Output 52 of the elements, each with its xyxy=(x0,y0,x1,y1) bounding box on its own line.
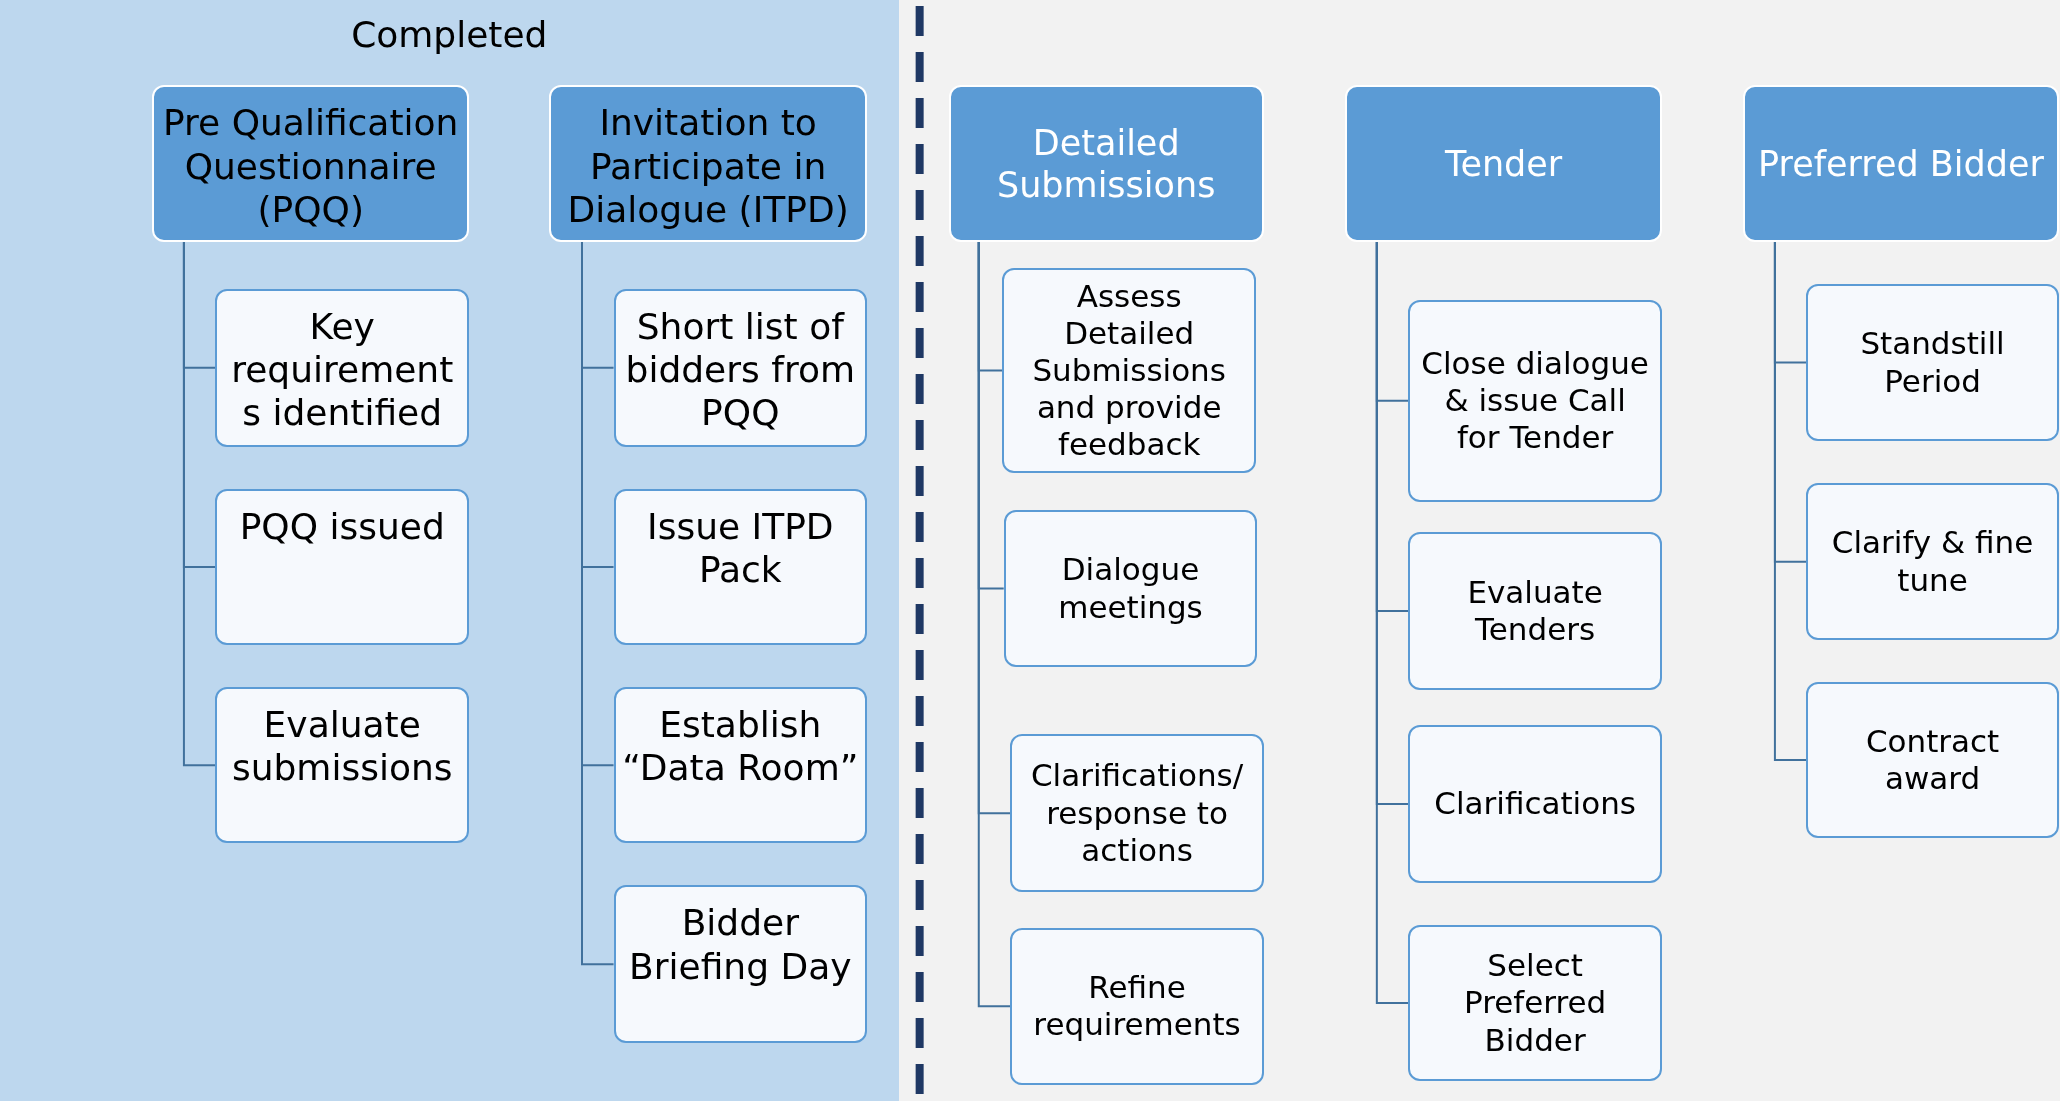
task-text: Close dialogue & issue Call for Tender xyxy=(1420,344,1650,457)
task-box xyxy=(613,289,868,447)
task-box xyxy=(215,289,469,447)
phase-title: Pre Qualification Questionnaire (PQQ) xyxy=(162,101,460,231)
task-text: Standstill Period xyxy=(1859,325,2006,400)
task-text: Contract award xyxy=(1864,722,2001,798)
connector-line xyxy=(182,240,217,767)
task-text: Select Preferred Bidder xyxy=(1463,947,1608,1059)
task-box xyxy=(613,885,868,1044)
task-text: Evaluate submissions xyxy=(230,703,454,790)
task-box xyxy=(613,488,868,646)
task-text: Issue ITPD Pack xyxy=(646,504,835,592)
phase-header-box xyxy=(1743,85,2059,242)
task-text: Establish “Data Room” xyxy=(621,703,860,790)
task-box xyxy=(1408,299,1662,502)
task-text: Refine requirements xyxy=(1032,969,1242,1044)
task-text: Assess Detailed Submissions and provide feedback xyxy=(1031,277,1227,464)
connector-line xyxy=(977,240,1012,1008)
task-box xyxy=(1010,927,1264,1086)
task-box xyxy=(1806,483,2059,640)
phase-title: Tender xyxy=(1444,142,1563,185)
task-text: Bidder Briefing Day xyxy=(628,901,853,988)
connector-line xyxy=(1375,240,1410,1005)
task-text: Clarifications xyxy=(1434,785,1636,823)
task-text: Clarify & fine tune xyxy=(1830,524,2035,599)
task-box xyxy=(1408,924,1662,1082)
task-box xyxy=(613,687,868,844)
connector-line xyxy=(1773,240,1808,761)
task-box xyxy=(215,687,469,844)
phase-header-box xyxy=(1345,85,1662,242)
phase-title: Detailed Submissions xyxy=(995,121,1217,206)
panel-background xyxy=(0,0,899,1101)
phase-title: Invitation to Participate in Dialogue (ITPD) xyxy=(566,101,850,231)
task-box xyxy=(1806,681,2059,839)
task-text: Key requirement s identified xyxy=(230,305,455,435)
task-text: Evaluate Tenders xyxy=(1466,573,1604,649)
task-box xyxy=(1002,268,1256,473)
task-text: Short list of bidders from PQQ xyxy=(624,305,857,435)
task-box xyxy=(1806,283,2059,442)
phase-header-box xyxy=(549,85,868,242)
panel-heading: Completed xyxy=(350,14,549,55)
task-text: Clarifications/ response to actions xyxy=(1029,757,1245,869)
phase-header-box xyxy=(152,85,469,242)
phase-header-box xyxy=(948,85,1264,242)
phase-title: Preferred Bidder xyxy=(1758,142,2044,185)
task-box xyxy=(1003,509,1258,668)
task-box xyxy=(215,488,469,646)
task-text: Dialogue meetings xyxy=(1057,551,1204,626)
task-text: PQQ issued xyxy=(238,504,446,548)
task-box xyxy=(1408,725,1662,883)
task-box xyxy=(1010,734,1264,893)
task-box xyxy=(1408,532,1662,690)
